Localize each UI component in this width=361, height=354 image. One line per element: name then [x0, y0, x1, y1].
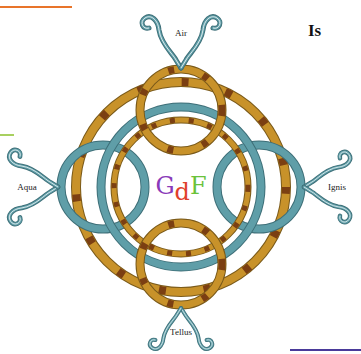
scroll-edge	[9, 187, 58, 224]
accent-line	[0, 6, 72, 8]
element-label: Tellus	[170, 328, 192, 337]
logo-letter: G	[155, 172, 174, 200]
ring-edge	[114, 120, 248, 254]
logo-text: GdF	[155, 174, 206, 198]
ring	[101, 107, 261, 267]
ring-edge	[101, 107, 261, 267]
ring-band	[140, 223, 222, 305]
element-label: Ignis	[328, 183, 346, 192]
scroll-band	[142, 17, 181, 68]
scroll-edge	[9, 150, 58, 187]
scroll-band	[9, 187, 58, 224]
ring	[76, 82, 286, 292]
element-label: Air	[175, 29, 187, 38]
ring-band	[101, 107, 261, 267]
ring-dash	[114, 120, 248, 254]
scroll-ornament	[150, 308, 212, 349]
scroll-highlight	[9, 187, 58, 224]
logo-letter: d	[175, 178, 190, 206]
ring	[140, 69, 222, 151]
ring	[114, 120, 248, 254]
ring	[140, 223, 222, 305]
ring-band	[140, 69, 222, 151]
ring-edge	[140, 223, 222, 305]
ring-dash	[140, 223, 222, 305]
ring-edge	[76, 82, 286, 292]
scroll-band	[304, 187, 350, 222]
scroll-edge	[142, 17, 181, 68]
scroll-highlight	[181, 17, 220, 68]
scroll-band	[9, 150, 58, 187]
ring-edge	[140, 69, 222, 151]
scroll-ornament	[142, 17, 220, 68]
scroll-edge	[304, 187, 350, 222]
scroll-highlight	[142, 17, 181, 68]
scroll-ornament	[304, 152, 350, 222]
accent-line	[290, 349, 361, 351]
scroll-highlight	[9, 150, 58, 187]
ring-dash	[76, 82, 286, 292]
scroll-ornament	[9, 150, 58, 224]
scroll-band	[181, 17, 220, 68]
accent-line	[0, 134, 14, 136]
heading: Is	[308, 22, 321, 39]
scroll-edge	[181, 17, 220, 68]
element-label: Aqua	[17, 183, 37, 192]
ring-band	[114, 120, 248, 254]
scroll-highlight	[304, 187, 350, 222]
ring-band	[76, 82, 286, 292]
logo-letter: F	[190, 172, 207, 200]
ring-dash	[140, 69, 222, 151]
